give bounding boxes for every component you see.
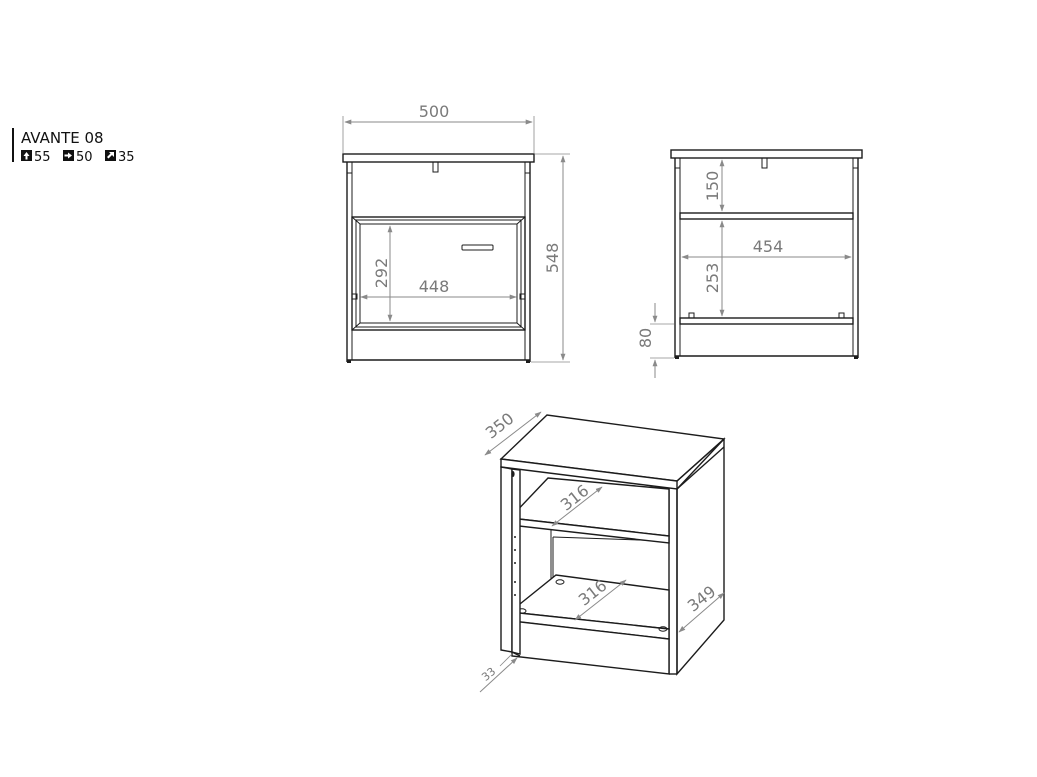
product-name: AVANTE 08 xyxy=(21,129,104,147)
dim-shelf-section-label: 253 xyxy=(703,263,722,294)
front-view: 500 548 292 448 xyxy=(342,102,570,363)
front-drawer xyxy=(351,216,526,331)
side-middle-shelf xyxy=(679,212,854,220)
dim-drawer-width-label: 448 xyxy=(419,277,450,296)
side-lock xyxy=(761,157,768,169)
dim-plinth-label: 80 xyxy=(636,328,655,348)
product-label: AVANTE 08 55 50 35 xyxy=(12,128,135,165)
dim-iso-side-line xyxy=(678,592,725,633)
dim-inner-width-label: 454 xyxy=(753,237,784,256)
dim-top-section-label: 150 xyxy=(703,171,722,202)
dim-iso-depth-line xyxy=(484,411,542,456)
side-bottom-shelf xyxy=(679,317,854,325)
side-view: 150 454 253 80 xyxy=(636,149,863,378)
dim-drawer-height-label: 292 xyxy=(372,258,391,289)
dim-iso-plinth-line xyxy=(479,657,518,693)
dim-width-label: 500 xyxy=(419,102,450,121)
dim-iso-lower-shelf-line xyxy=(574,579,627,621)
spec-width-value: 50 xyxy=(76,150,93,165)
spec-height-value: 55 xyxy=(34,150,51,165)
iso-left-side xyxy=(500,466,513,653)
spec-width: 50 xyxy=(63,150,93,165)
dim-iso-plinth-label: 33 xyxy=(479,665,498,684)
front-lock xyxy=(432,161,439,173)
side-top-board xyxy=(670,149,863,159)
dim-iso-upper-shelf-line xyxy=(551,486,603,527)
spec-height: 55 xyxy=(21,150,51,165)
spec-depth-value: 35 xyxy=(118,150,135,165)
dim-height-label: 548 xyxy=(543,243,562,274)
iso-view: 350 316 316 349 33 xyxy=(479,409,726,693)
dim-iso-depth-label: 350 xyxy=(482,409,518,443)
drawer-handle xyxy=(461,244,494,251)
front-top-board xyxy=(342,153,535,163)
spec-depth: 35 xyxy=(105,150,135,165)
